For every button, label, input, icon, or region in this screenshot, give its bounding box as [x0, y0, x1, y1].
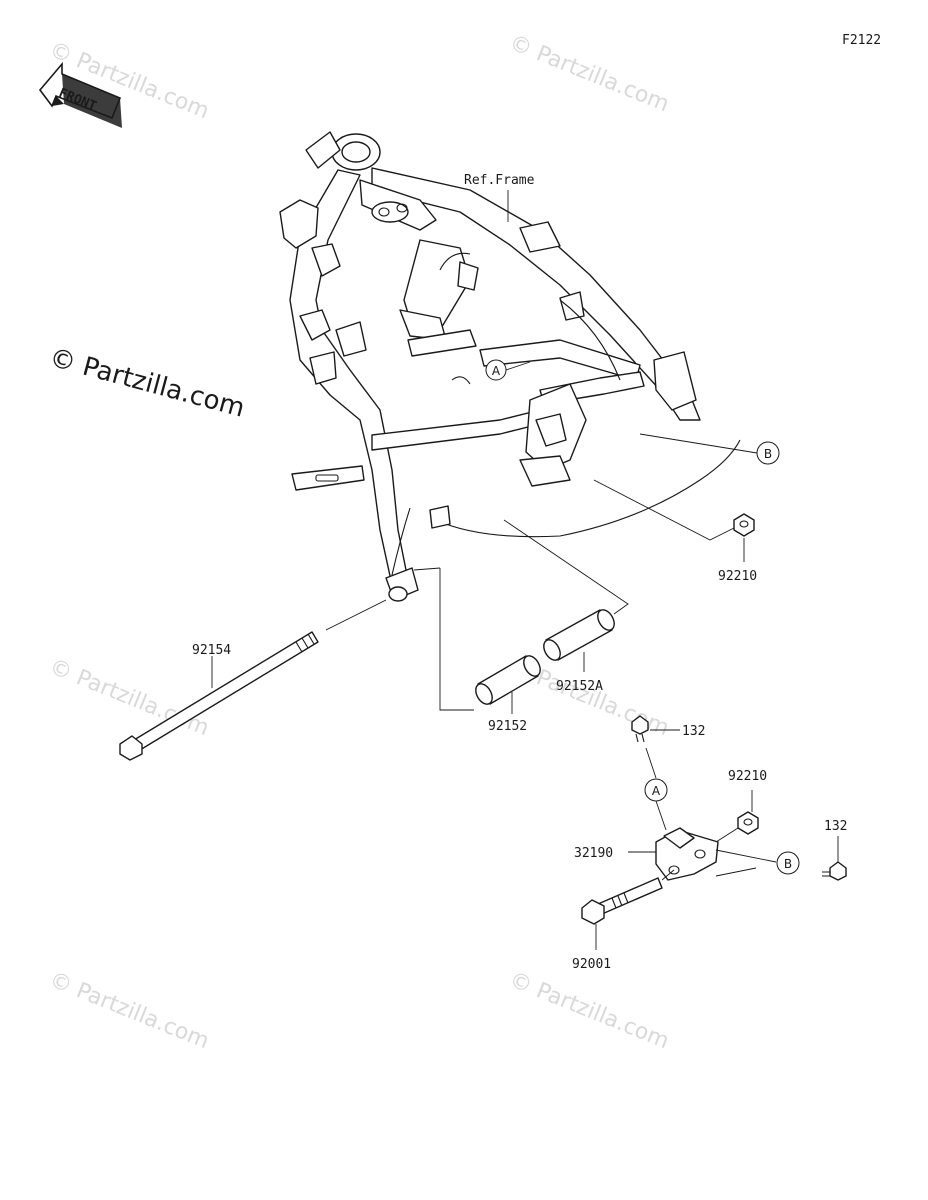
svg-text:A: A — [492, 364, 501, 378]
frame-drawing — [279, 131, 741, 602]
svg-text:A: A — [652, 784, 661, 798]
ref-marker-a-frame: A — [485, 359, 507, 381]
part-92152A-collar — [543, 609, 615, 661]
part-132-top-bolt — [631, 715, 649, 743]
svg-text:B: B — [764, 447, 772, 461]
callout-92210-top: 92210 — [718, 569, 757, 584]
callout-92152: 92152 — [488, 719, 527, 734]
ref-marker-b-frame: B — [756, 441, 780, 465]
part-32190-bracket — [655, 827, 719, 881]
callout-92152A: 92152A — [556, 679, 603, 694]
callout-92210-bottom: 92210 — [728, 769, 767, 784]
callout-ref-frame: Ref.Frame — [464, 173, 535, 188]
part-92154-bolt — [119, 631, 319, 761]
watermark-bottom-left: © Partzilla.com — [46, 967, 213, 1054]
part-92152-collar — [475, 655, 541, 705]
watermark-bottom-right: © Partzilla.com — [506, 967, 673, 1054]
figure-code: F2122 — [842, 33, 881, 48]
callout-132-right: 132 — [824, 819, 847, 834]
watermarks: © Partzilla.com © Partzilla.com © Partzi… — [46, 30, 673, 1054]
ref-marker-a-bracket: A — [644, 778, 668, 802]
svg-text:B: B — [784, 857, 792, 871]
part-92001-bolt — [581, 877, 663, 925]
callout-92154: 92154 — [192, 643, 231, 658]
watermark-mid-left: © Partzilla.com — [46, 654, 213, 741]
watermark-main: © Partzilla.com — [46, 343, 248, 424]
callout-32190: 32190 — [574, 846, 613, 861]
part-92210-bottom-nut — [737, 811, 759, 835]
part-132-right-bolt — [822, 861, 847, 881]
callout-92001: 92001 — [572, 957, 611, 972]
ref-marker-b-bracket: B — [776, 851, 800, 875]
callout-132-top: 132 — [682, 724, 705, 739]
part-92210-top-nut — [733, 513, 755, 537]
watermark-top-right: © Partzilla.com — [506, 30, 673, 117]
